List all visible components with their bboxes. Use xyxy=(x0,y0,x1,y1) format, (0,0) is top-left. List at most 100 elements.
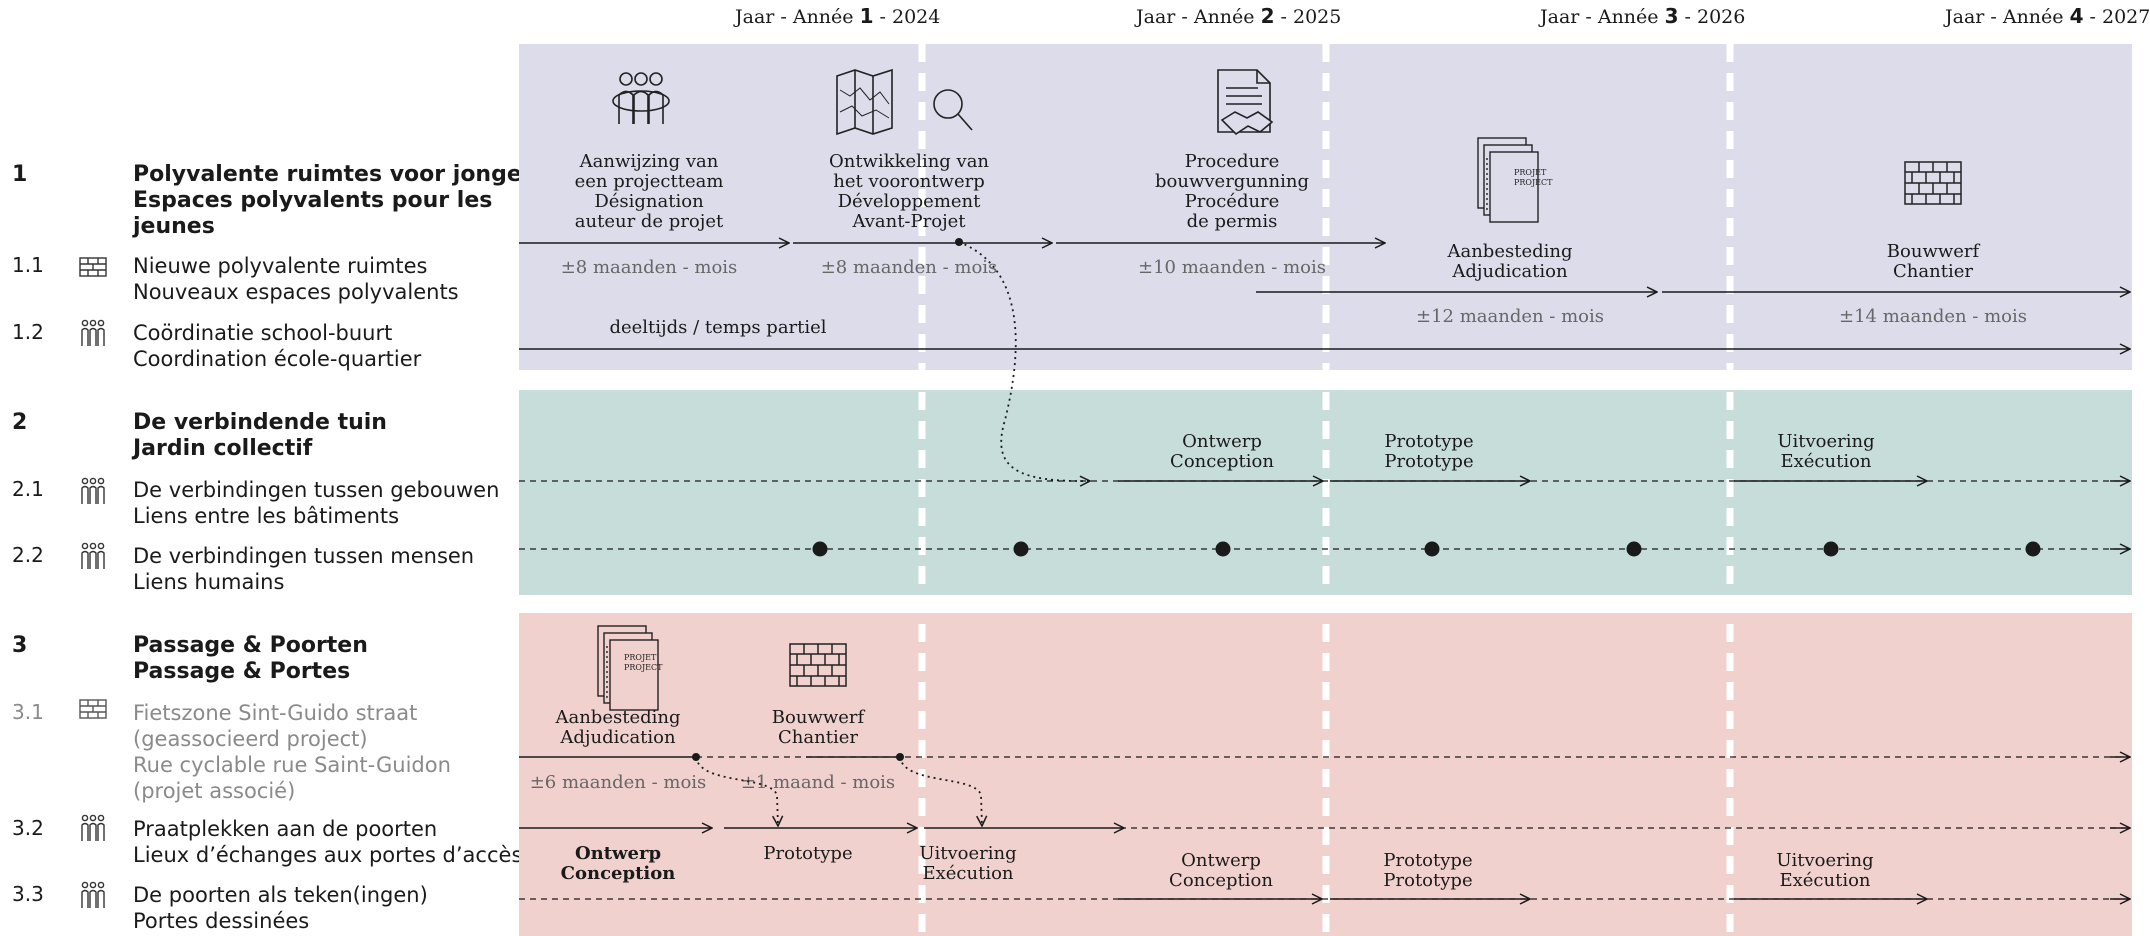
row-number: 1.2 xyxy=(12,320,44,344)
doc-stamp-text: PROJET xyxy=(624,653,657,662)
duration-label: ±1 maand - mois xyxy=(741,772,895,793)
phase-label: Ontwerp xyxy=(575,843,661,864)
phase-label: Bouwwerf xyxy=(772,707,866,728)
doc-stamp-text: PROJECT xyxy=(624,663,663,672)
section-title-line: Passage & Poorten xyxy=(133,633,368,658)
row-label-line: Nouveaux espaces polyvalents xyxy=(133,280,459,304)
phase-label: Aanwijzing van xyxy=(579,151,719,172)
row-label-line: (geassocieerd project) xyxy=(133,727,368,751)
row-number: 1.1 xyxy=(12,253,44,277)
doc-stamp-text: PROJET xyxy=(1514,168,1547,177)
phase-label: Prototype xyxy=(763,843,852,864)
phase-label: de permis xyxy=(1187,211,1278,232)
phase-label: Désignation xyxy=(594,191,704,212)
phase-label: Adjudication xyxy=(1451,261,1568,282)
section-title-line: Jardin collectif xyxy=(133,436,313,461)
team-icon xyxy=(612,72,670,124)
phase-label: Exécution xyxy=(1780,451,1871,472)
milestone-dot xyxy=(1626,541,1642,557)
milestone-dot xyxy=(812,541,828,557)
row-number: 2.1 xyxy=(12,477,44,501)
people-icon xyxy=(81,319,105,346)
bricks-icon xyxy=(79,699,107,719)
row-label-line: Nieuwe polyvalente ruimtes xyxy=(133,254,428,278)
phase-label: Conception xyxy=(1170,451,1274,472)
phase-label: Prototype xyxy=(1384,431,1473,452)
section-number-2: 2 xyxy=(12,410,28,435)
duration-label: ±8 maanden - mois xyxy=(821,257,998,278)
row-label-line: (projet associé) xyxy=(133,779,296,803)
row-label-line: Portes dessinées xyxy=(133,909,310,933)
bricks-icon xyxy=(79,257,107,277)
duration-label: ±10 maanden - mois xyxy=(1138,257,1326,278)
row-label-line: De verbindingen tussen mensen xyxy=(133,544,475,568)
section-title-line: De verbindende tuin xyxy=(133,410,387,435)
row-label-line: Coördinatie school-buurt xyxy=(133,321,393,345)
map-search-icon xyxy=(836,68,973,136)
row-label-line: Praatplekken aan de poorten xyxy=(133,817,438,841)
phase-label: Uitvoering xyxy=(1777,431,1874,452)
phase-label: Prototype xyxy=(1383,870,1472,891)
documents-icon: PROJET PROJECT xyxy=(1477,137,1553,223)
phase-label: Conception xyxy=(1169,870,1273,891)
row-label-line: Rue cyclable rue Saint-Guidon xyxy=(133,753,451,777)
phase-label: Uitvoering xyxy=(1776,850,1873,871)
phase-label: Procédure xyxy=(1185,191,1280,212)
section-number-1: 1 xyxy=(12,162,28,187)
row-label-line: Fietszone Sint-Guido straat xyxy=(133,701,418,725)
phase-label: Prototype xyxy=(1384,451,1473,472)
section-title-2: De verbindende tuin Jardin collectif xyxy=(133,410,387,462)
phase-label: Ontwikkeling van xyxy=(829,151,989,172)
duration-label: ±8 maanden - mois xyxy=(561,257,738,278)
section-title-3: Passage & Poorten Passage & Portes xyxy=(133,633,368,685)
section-title-1: Polyvalente ruimtes voor jongeren Espace… xyxy=(133,162,563,240)
row-label-line: Coordination école-quartier xyxy=(133,347,422,371)
phase-label: Avant-Projet xyxy=(851,211,966,232)
year-header-1: Jaar - Année 1 - 2024 xyxy=(735,4,941,28)
row-label-line: Lieux d’échanges aux portes d’accès xyxy=(133,843,523,867)
people-icon xyxy=(81,542,105,569)
section-title-line: jeunes xyxy=(133,214,215,239)
row-label-3-1: Fietszone Sint-Guido straat(geassocieerd… xyxy=(133,700,451,804)
row-label-line: Liens entre les bâtiments xyxy=(133,504,400,528)
people-icon xyxy=(81,477,105,504)
bricks-icon xyxy=(789,643,847,687)
phase-label: Uitvoering xyxy=(919,843,1016,864)
row-number: 2.2 xyxy=(12,543,44,567)
row-label-line: De verbindingen tussen gebouwen xyxy=(133,478,500,502)
phase-label: Aanbesteding xyxy=(554,707,680,728)
row-label-3-3: De poorten als teken(ingen)Portes dessin… xyxy=(133,882,428,934)
milestone-dot xyxy=(1215,541,1231,557)
duration-label: ±14 maanden - mois xyxy=(1839,306,2027,327)
phase-label: Conception xyxy=(561,863,676,884)
phase-label: Exécution xyxy=(1779,870,1870,891)
section-number-3: 3 xyxy=(12,633,28,658)
milestone-dot xyxy=(1424,541,1440,557)
phase-label: Développement xyxy=(838,191,982,212)
section-title-line: Espaces polyvalents pour les xyxy=(133,188,493,213)
phase-label: Chantier xyxy=(778,727,858,748)
phase-label: Prototype xyxy=(1383,850,1472,871)
row-number: 3.3 xyxy=(12,882,44,906)
phase-label: Bouwwerf xyxy=(1887,241,1981,262)
documents-icon: PROJET PROJECT xyxy=(597,625,663,711)
phase-label: Exécution xyxy=(922,863,1013,884)
row-number: 3.1 xyxy=(12,700,44,724)
row-number: 3.2 xyxy=(12,816,44,840)
parttime-label: deeltijds / temps partiel xyxy=(609,317,826,338)
row-label-line: Liens humains xyxy=(133,570,285,594)
phase-label: Ontwerp xyxy=(1181,850,1261,871)
phase-label: het voorontwerp xyxy=(833,171,985,192)
milestone-dot xyxy=(1013,541,1029,557)
milestone-dot xyxy=(2025,541,2041,557)
duration-label: ±12 maanden - mois xyxy=(1416,306,1604,327)
duration-label: ±6 maanden - mois xyxy=(530,772,707,793)
year-header-3: Jaar - Année 3 - 2026 xyxy=(1540,4,1746,28)
section-title-line: Passage & Portes xyxy=(133,659,351,684)
